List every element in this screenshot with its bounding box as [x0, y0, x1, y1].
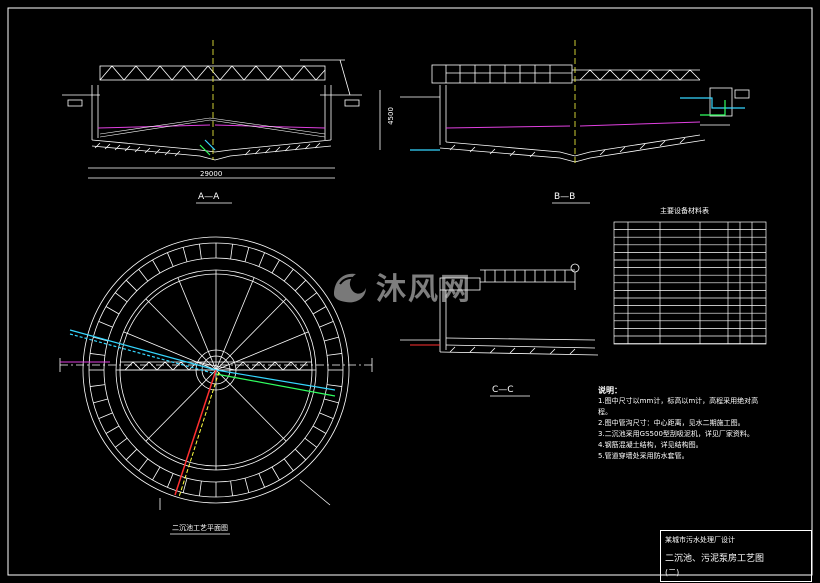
section-bb-drawing	[400, 64, 750, 163]
weir-stanchion	[105, 425, 120, 434]
weir-stanchion	[326, 353, 342, 356]
weir-stanchion	[93, 336, 108, 342]
aa-height-dimension: 4500	[386, 107, 395, 125]
equipment-table	[613, 221, 767, 345]
weir-stanchion	[125, 448, 138, 461]
section-aa-scraper	[97, 124, 326, 129]
weir-stanchion	[115, 437, 128, 448]
notes-line-5: 5.管道穿墙处采用防水套管。	[598, 452, 689, 460]
weir-stanchion	[312, 306, 327, 315]
weir-stanchion	[312, 425, 327, 434]
weir-stanchion	[98, 321, 113, 328]
weir-stanchion	[182, 478, 188, 493]
weir-stanchion	[319, 412, 334, 419]
weir-stanchion	[244, 247, 250, 262]
equipment-table-title: 主要设备材料表	[660, 207, 709, 215]
weir-stanchion	[182, 247, 188, 262]
weir-stanchion	[167, 252, 174, 267]
notes-block: 说明： 1.图中尺寸以mm计，标高以m计，高程采用绝对高程。 2.图中管沟尺寸：…	[598, 385, 768, 462]
project-name: 某城市污水处理厂设计	[665, 536, 735, 544]
weir-stanchion	[115, 292, 128, 303]
weir-stanchion	[199, 244, 202, 260]
weir-stanchion	[304, 292, 317, 303]
weir-stanchion	[244, 478, 250, 493]
section-bb-label: B—B	[554, 192, 576, 202]
sheet-number: (二)	[665, 568, 680, 577]
weir-stanchion	[138, 269, 149, 282]
section-bb-scraper	[445, 121, 701, 129]
weir-stanchion	[319, 321, 334, 328]
weir-stanchion	[90, 353, 106, 356]
weir-stanchion	[93, 398, 108, 404]
weir-stanchion	[167, 473, 174, 488]
weir-stanchion	[90, 384, 106, 387]
weir-stanchion	[125, 279, 138, 292]
weir-stanchion	[283, 458, 294, 471]
notes-line-4: 4.钢筋混凝土结构，详见结构图。	[598, 441, 703, 449]
section-aa-drawing	[62, 59, 381, 179]
weir-stanchion	[138, 458, 149, 471]
watermark-logo-icon	[334, 273, 366, 303]
title-block: 某城市污水处理厂设计 二沉池、污泥泵房工艺图 (二)	[660, 530, 812, 582]
watermark: 沐风网	[330, 263, 490, 309]
plan-view-pipes	[60, 329, 336, 498]
weir-stanchion	[199, 480, 202, 496]
weir-stanchion	[230, 480, 233, 496]
notes-heading: 说明：	[598, 386, 622, 395]
weir-stanchion	[152, 466, 161, 481]
watermark-text: 沐风网	[376, 272, 472, 307]
weir-stanchion	[304, 437, 317, 448]
section-aa-label: A—A	[198, 192, 220, 202]
weir-stanchion	[152, 259, 161, 274]
notes-line-1: 1.图中尺寸以mm计，标高以m计，高程采用绝对高程。	[598, 397, 759, 416]
weir-stanchion	[324, 336, 339, 342]
weir-stanchion	[324, 398, 339, 404]
notes-line-3: 3.二沉池采用GS500型刮吸泥机，详见厂家资料。	[598, 430, 754, 438]
section-cc-label: C—C	[492, 385, 514, 395]
plan-view-weir-ring	[89, 243, 343, 497]
weir-stanchion	[326, 384, 342, 387]
section-aa-pipes	[199, 139, 216, 156]
weir-stanchion	[271, 259, 280, 274]
weir-stanchion	[294, 448, 307, 461]
section-cc-drawing	[400, 263, 599, 356]
weir-stanchion	[98, 412, 113, 419]
notes-line-2: 2.图中管沟尺寸：中心距离，见水二期施工图。	[598, 419, 745, 427]
weir-stanchion	[230, 244, 233, 260]
weir-stanchion	[105, 306, 120, 315]
weir-stanchion	[294, 279, 307, 292]
weir-stanchion	[283, 269, 294, 282]
plan-view-label: 二沉池工艺平面图	[172, 524, 228, 532]
aa-total-dimension: 29000	[200, 170, 223, 178]
weir-stanchion	[271, 466, 280, 481]
weir-stanchion	[258, 252, 265, 267]
drawing-name: 二沉池、污泥泵房工艺图	[665, 554, 765, 564]
drawing-border	[7, 7, 813, 576]
section-bb-pipes	[410, 97, 745, 151]
section-aa-slope	[99, 117, 326, 138]
weir-stanchion	[258, 473, 265, 488]
